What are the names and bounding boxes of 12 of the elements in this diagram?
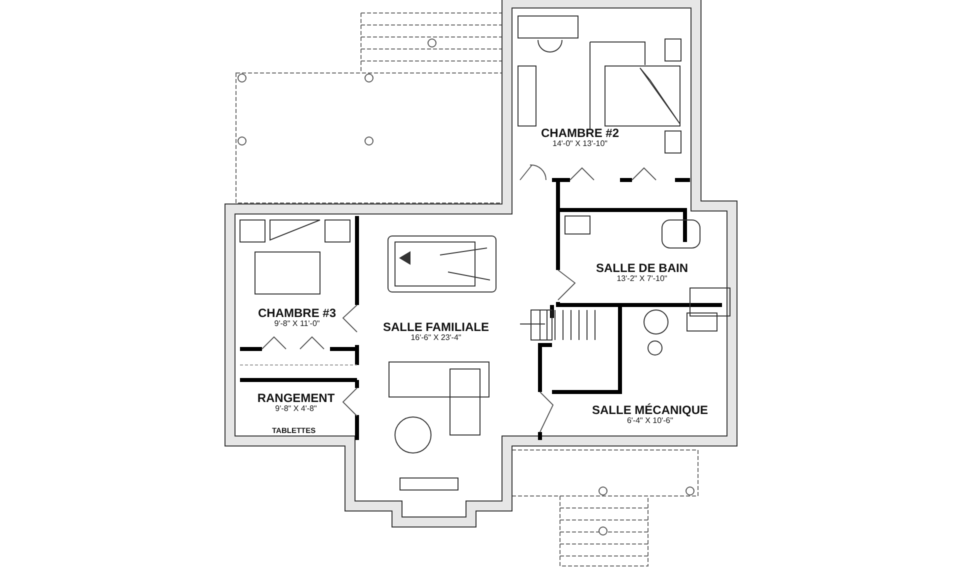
room-name: SALLE FAMILIALE	[383, 321, 489, 334]
room-dimensions: 9'-8" X 11'-0"	[273, 320, 321, 329]
room-dimensions: 6'-4" X 10'-6"	[626, 417, 674, 426]
room-dimensions: 14'-0" X 13'-10"	[552, 140, 608, 149]
room-name: CHAMBRE #2	[541, 127, 619, 140]
room-name: CHAMBRE #3	[258, 307, 336, 320]
room-dimensions: 9'-8" X 4'-8"	[274, 405, 318, 414]
room-name: SALLE DE BAIN	[596, 262, 688, 275]
room-name: RANGEMENT	[257, 392, 335, 405]
room-dimensions: 16'-6" X 23'-4"	[410, 334, 462, 343]
room-dimensions: 13'-2" X 7'-10"	[616, 275, 668, 284]
room-name: SALLE MÉCANIQUE	[592, 404, 708, 417]
